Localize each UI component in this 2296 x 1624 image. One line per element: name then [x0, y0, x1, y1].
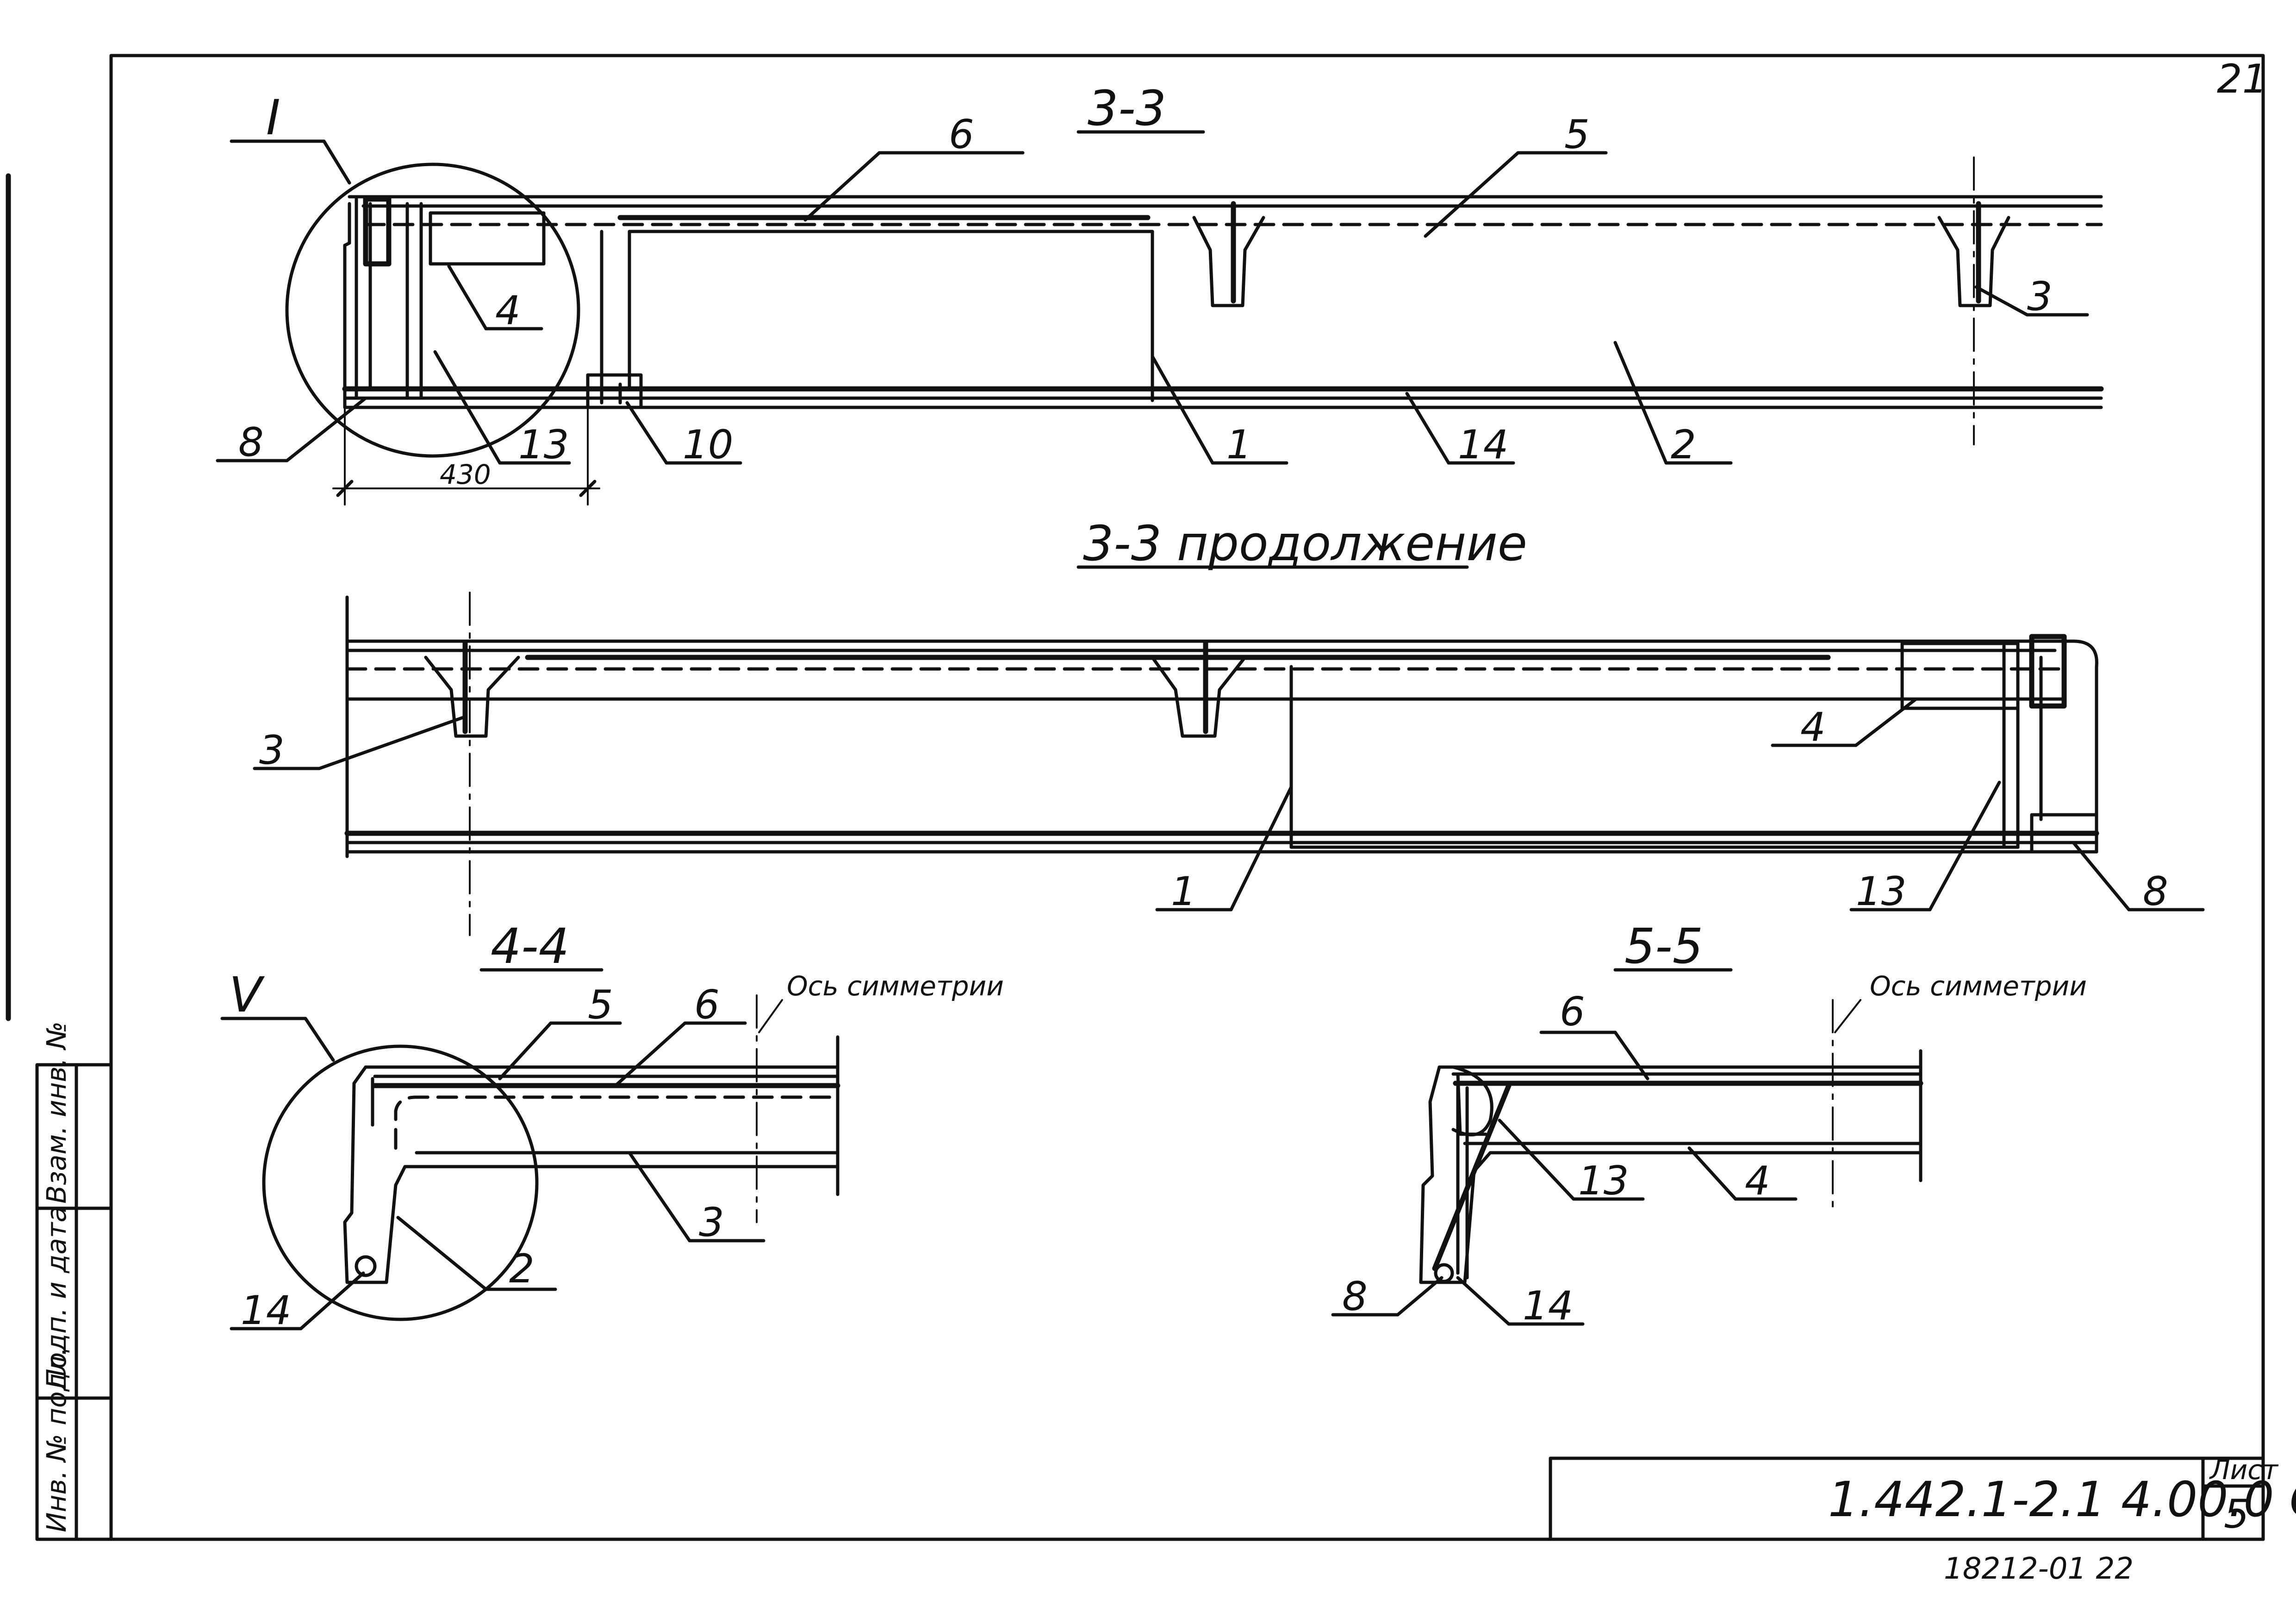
callout-3-3-pos-5: 5: [1564, 112, 1590, 158]
callout-3-3c-pos-1: 1: [1171, 868, 1196, 915]
callout-4-4-pos-14: 14: [241, 1287, 291, 1334]
callout-4-4-pos-5: 5: [588, 982, 613, 1028]
side-stamp-field-2: Подп. и дата: [41, 1206, 72, 1389]
axis-label-5-5: Ось симметрии: [1870, 970, 2087, 1002]
callout-3-3-pos-14: 14: [1458, 422, 1508, 468]
callout-4-4-pos-2: 2: [509, 1246, 535, 1292]
section-4-4: 4-4 V Ось симметрии 5 6 3 2 14: [220, 918, 1004, 1334]
section-5-5: 5-5 Ось симметрии 6 13 4 8 14: [1331, 918, 2087, 1329]
side-stamp: Взам. инв. № Подп. и дата Инв. № подл.: [35, 1021, 113, 1541]
top-sheet-number: 21: [2217, 56, 2267, 102]
callout-3-3-pos-4: 4: [495, 287, 521, 334]
section-3-3-continuation: 3-3 продолжение 3 4 1 13 8: [253, 515, 2205, 936]
node-I-label: I: [266, 89, 280, 146]
bottom-code: 18212-01 22: [1944, 1552, 2134, 1586]
section-3-3-title: 3-3: [1088, 80, 1166, 137]
callout-5-5-pos-4: 4: [1745, 1158, 1770, 1204]
callout-3-3-pos-13: 13: [518, 422, 569, 468]
section-5-5-title: 5-5: [1624, 918, 1703, 974]
dimension-430: 430: [440, 459, 491, 490]
callout-3-3-pos-8: 8: [238, 419, 264, 466]
callout-5-5-pos-14: 14: [1523, 1283, 1573, 1329]
callout-4-4-pos-6: 6: [694, 982, 720, 1028]
callout-3-3-pos-2: 2: [1671, 422, 1696, 468]
callout-3-3c-pos-13: 13: [1856, 868, 1906, 915]
node-V-label: V: [229, 967, 265, 1023]
callout-3-3c-pos-4: 4: [1800, 704, 1826, 750]
section-3-3: 3-3 I 430: [216, 80, 2104, 506]
side-stamp-field-1: Взам. инв. №: [41, 1021, 72, 1204]
callout-3-3-pos-3: 3: [2027, 274, 2053, 320]
callout-4-4-pos-3: 3: [699, 1199, 724, 1246]
callout-5-5-pos-8: 8: [1342, 1274, 1368, 1320]
title-block: 1.442.1-2.1 4.00.0 СБ Лист 5: [1549, 1454, 2296, 1541]
callout-3-3-pos-1: 1: [1226, 422, 1252, 468]
side-stamp-field-3: Инв. № подл.: [41, 1347, 72, 1532]
sheet-frame: [6, 54, 2265, 1541]
section-3-3-continuation-title: 3-3 продолжение: [1083, 515, 1527, 572]
callout-5-5-pos-6: 6: [1560, 989, 1585, 1035]
drawing-designation: 1.442.1-2.1 4.00.0 СБ: [1828, 1471, 2296, 1528]
callout-3-3c-pos-8: 8: [2143, 868, 2168, 915]
callout-3-3c-pos-3: 3: [259, 727, 285, 774]
axis-label-4-4: Ось симметрии: [787, 970, 1004, 1002]
callout-3-3-pos-6: 6: [949, 112, 974, 158]
sheet-label: Лист: [2209, 1454, 2279, 1486]
callout-3-3-pos-10: 10: [683, 422, 733, 468]
section-4-4-title: 4-4: [491, 918, 569, 974]
sheet-number: 5: [2224, 1491, 2249, 1537]
callout-5-5-pos-13: 13: [1578, 1158, 1629, 1204]
